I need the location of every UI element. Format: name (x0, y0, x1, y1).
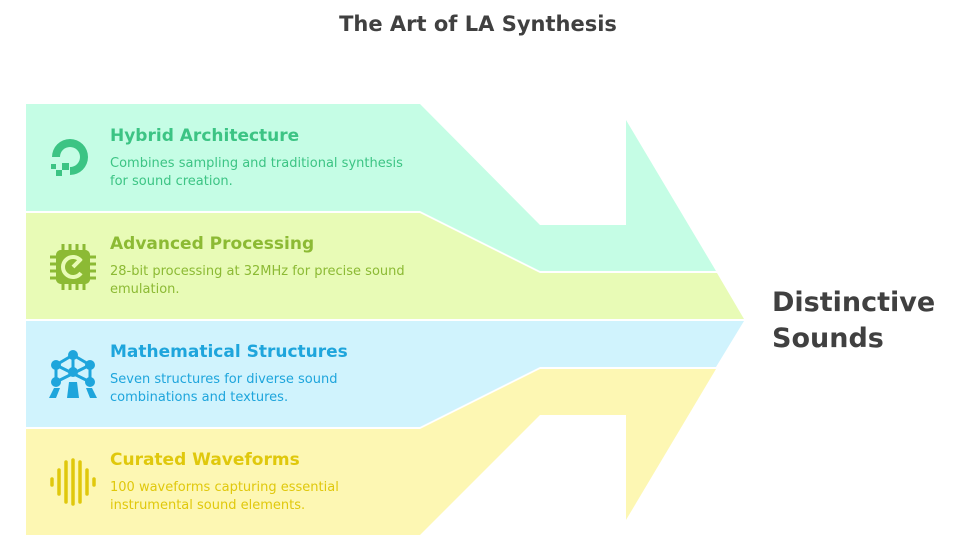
result-label: Distinctive Sounds (772, 285, 935, 357)
item-title: Curated Waveforms (110, 450, 300, 470)
result-line-1: Distinctive (772, 287, 936, 318)
item-description: 100 waveforms capturing essential instru… (110, 480, 339, 513)
item-advanced-processing: Advanced Processing 28-bit processing at… (110, 234, 410, 299)
band-hybrid (26, 104, 716, 271)
result-line-2: Sounds (772, 323, 884, 354)
item-description: Seven structures for diverse sound combi… (110, 372, 338, 405)
band-processing (26, 213, 744, 319)
item-title: Hybrid Architecture (110, 126, 300, 146)
item-title: Advanced Processing (110, 234, 315, 254)
band-structures (26, 321, 744, 427)
item-curated-waveforms: Curated Waveforms 100 waveforms capturin… (110, 450, 410, 515)
item-description: 28-bit processing at 32MHz for precise s… (110, 264, 405, 297)
processor-chip-icon (50, 244, 96, 290)
diagram-title: The Art of LA Synthesis (339, 12, 617, 36)
item-mathematical-structures: Mathematical Structures Seven structures… (110, 342, 410, 407)
item-title: Mathematical Structures (110, 342, 348, 362)
item-hybrid-architecture: Hybrid Architecture Combines sampling an… (110, 126, 410, 191)
digitalocean-like-icon (51, 139, 88, 176)
atomium-structure-icon (49, 350, 97, 398)
sound-wave-icon (50, 458, 96, 506)
item-description: Combines sampling and traditional synthe… (110, 156, 403, 189)
band-waveforms (26, 369, 716, 535)
